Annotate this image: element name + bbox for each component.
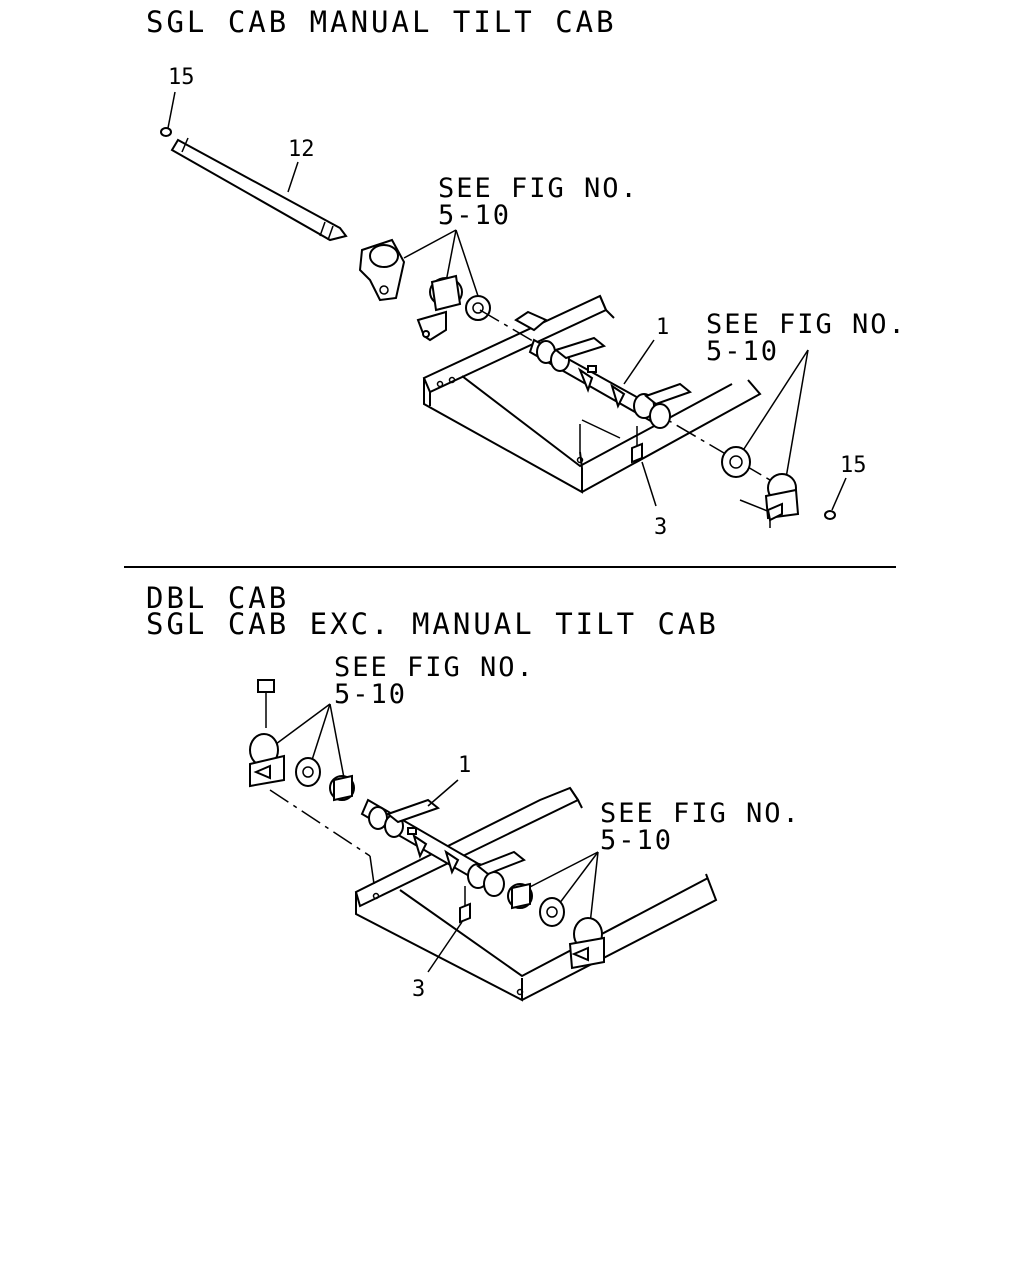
top-heading: SGL CAB MANUAL TILT CAB (146, 5, 617, 39)
torsion-bar-part[interactable] (170, 137, 348, 242)
bottom-section: DBL CAB SGL CAB EXC. MANUAL TILT CAB SEE… (146, 581, 801, 1002)
bracket-part-bottom-right[interactable] (568, 917, 605, 970)
see-fig-label-3: SEE FIG NO. (334, 652, 535, 683)
callout-15-upper[interactable]: 15 (168, 65, 195, 90)
callout-3-bottom[interactable]: 3 (412, 977, 425, 1002)
shaft-assembly-part-bottom[interactable] (360, 798, 526, 897)
grease-nipple-part-top[interactable] (631, 426, 643, 464)
lever-arm-part[interactable] (358, 238, 406, 302)
bushing-part-top-right[interactable] (721, 446, 751, 478)
see-fig-label-4: SEE FIG NO. (600, 798, 801, 829)
sleeve-part-bottom-right[interactable] (507, 882, 533, 910)
shaft-assembly-part-top[interactable] (528, 336, 693, 429)
bushing-part-top-left[interactable] (465, 295, 491, 321)
bolt-part[interactable] (257, 679, 275, 728)
mount-plate-part[interactable] (514, 310, 548, 332)
see-fig-number-1: 5-10 (438, 200, 511, 231)
sleeve-part-bottom-left[interactable] (329, 774, 355, 802)
callout-15-lower[interactable]: 15 (840, 453, 867, 478)
bushing-part-bottom-right[interactable] (539, 897, 565, 927)
see-fig-number-3: 5-10 (334, 679, 407, 710)
bushing-part-bottom-left[interactable] (295, 757, 321, 787)
bracket-part-bottom-left[interactable] (249, 733, 285, 788)
see-fig-label-1: SEE FIG NO. (438, 173, 639, 204)
callout-3-top[interactable]: 3 (654, 515, 667, 540)
bottom-heading-line2: SGL CAB EXC. MANUAL TILT CAB (146, 607, 719, 641)
see-fig-number-4: 5-10 (600, 825, 673, 856)
snap-ring-part[interactable] (160, 127, 172, 137)
see-fig-label-2: SEE FIG NO. (706, 309, 907, 340)
see-fig-number-2: 5-10 (706, 336, 779, 367)
callout-12[interactable]: 12 (288, 137, 315, 162)
bracket-part-top-left[interactable] (416, 274, 463, 342)
bracket-part-top-right[interactable] (764, 473, 800, 522)
top-section: SGL CAB MANUAL TILT CAB 15 12 SEE FIG NO… (146, 5, 907, 540)
callout-1-top[interactable]: 1 (656, 315, 669, 340)
callout-1-bottom[interactable]: 1 (458, 753, 471, 778)
bottom-heading-line1: DBL CAB (146, 581, 289, 615)
snap-ring-part-right[interactable] (824, 510, 836, 520)
grease-nipple-part-bottom[interactable] (459, 886, 471, 924)
